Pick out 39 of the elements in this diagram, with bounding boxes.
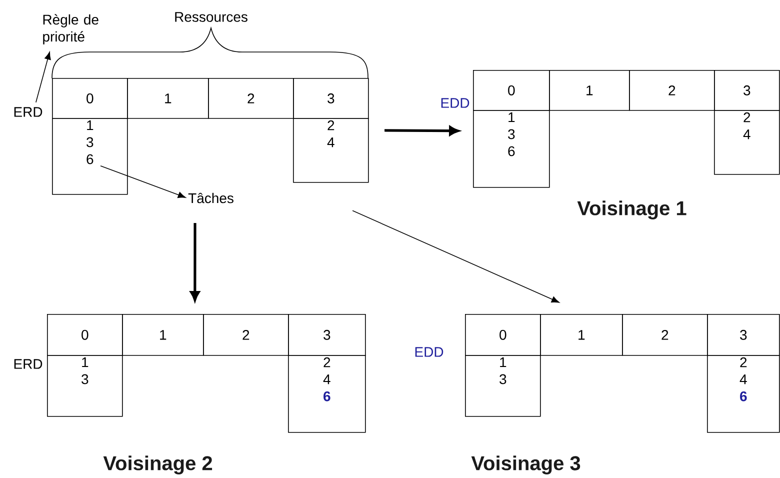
resource-cell: 0 [47, 314, 123, 356]
task-column: 1 3 6 [52, 118, 128, 195]
resources-label: Ressources [175, 12, 248, 22]
resource-cell: 1 [122, 314, 204, 356]
resource-cell: 0 [473, 70, 550, 111]
task-label: Tâches [188, 192, 234, 204]
rule-label: Règle de priorité [43, 14, 98, 44]
rule-label: EDD [441, 98, 470, 108]
resource-cell: 0 [465, 314, 541, 356]
arrow [384, 126, 459, 136]
resource-cell: 0 [52, 78, 128, 119]
rule-label: EDD [415, 347, 444, 357]
resource-cell: 2 [629, 70, 715, 111]
task-column: 1 3 6 [473, 110, 550, 188]
resource-cell: 2 [208, 78, 294, 119]
task-column: 1 3 [47, 355, 123, 417]
task-column: 2 4 [714, 110, 780, 175]
task-column: 2 4 6 [288, 355, 366, 433]
rule-label: ERD [14, 107, 42, 117]
arrow [100, 166, 186, 198]
task-column: 2 4 6 [707, 355, 780, 433]
task-column: 2 4 [293, 118, 369, 183]
resource-cell: 1 [549, 70, 630, 111]
resource-cell: 3 [714, 70, 780, 111]
resource-cell: 3 [288, 314, 366, 356]
resource-cell: 3 [707, 314, 780, 356]
neighbourhood-title: Voisinage 2 [103, 456, 212, 474]
arrow [36, 52, 51, 102]
resource-cell: 2 [622, 314, 708, 356]
resource-cell: 1 [127, 78, 209, 119]
arrow [190, 223, 200, 301]
neighbourhood-title: Voisinage 3 [471, 456, 580, 474]
resource-cell: 1 [540, 314, 623, 356]
neighbourhood-title: Voisinage 1 [577, 200, 686, 220]
task-column: 1 3 [465, 355, 541, 417]
rule-label: ERD [14, 359, 42, 369]
resource-cell: 2 [203, 314, 289, 356]
arrow [352, 210, 560, 303]
resource-cell: 3 [293, 78, 369, 119]
